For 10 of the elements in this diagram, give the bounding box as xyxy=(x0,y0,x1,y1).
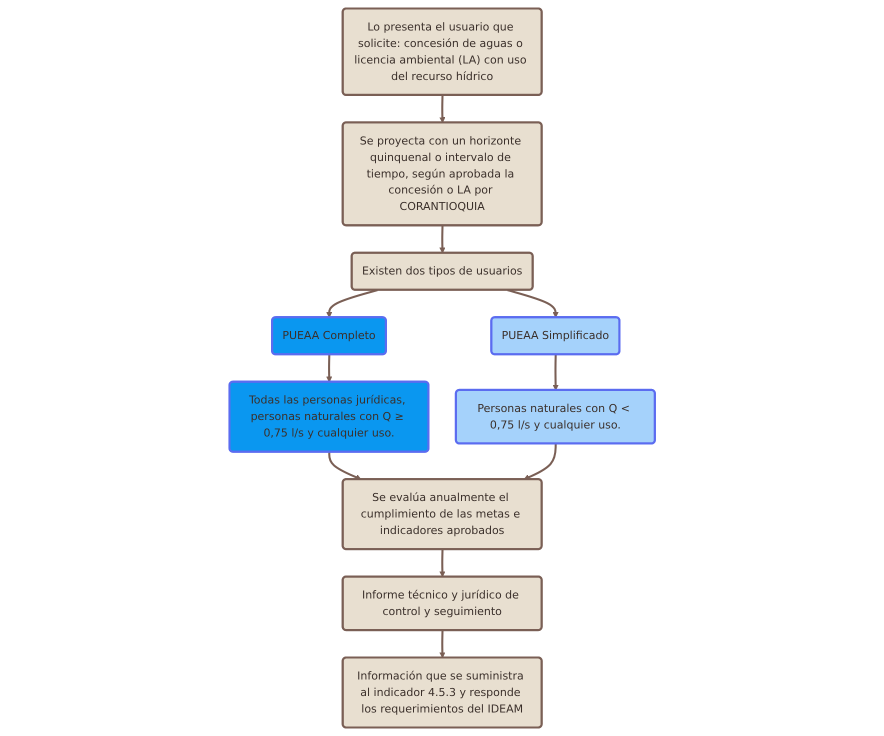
arrow xyxy=(552,354,558,391)
arrow xyxy=(439,95,446,123)
arrow xyxy=(523,444,557,480)
arrow xyxy=(439,549,446,578)
arrow xyxy=(439,630,446,658)
arrow xyxy=(439,226,446,254)
arrow xyxy=(328,452,362,480)
arrow xyxy=(326,289,378,318)
arrow xyxy=(326,354,332,382)
arrow xyxy=(507,289,558,318)
